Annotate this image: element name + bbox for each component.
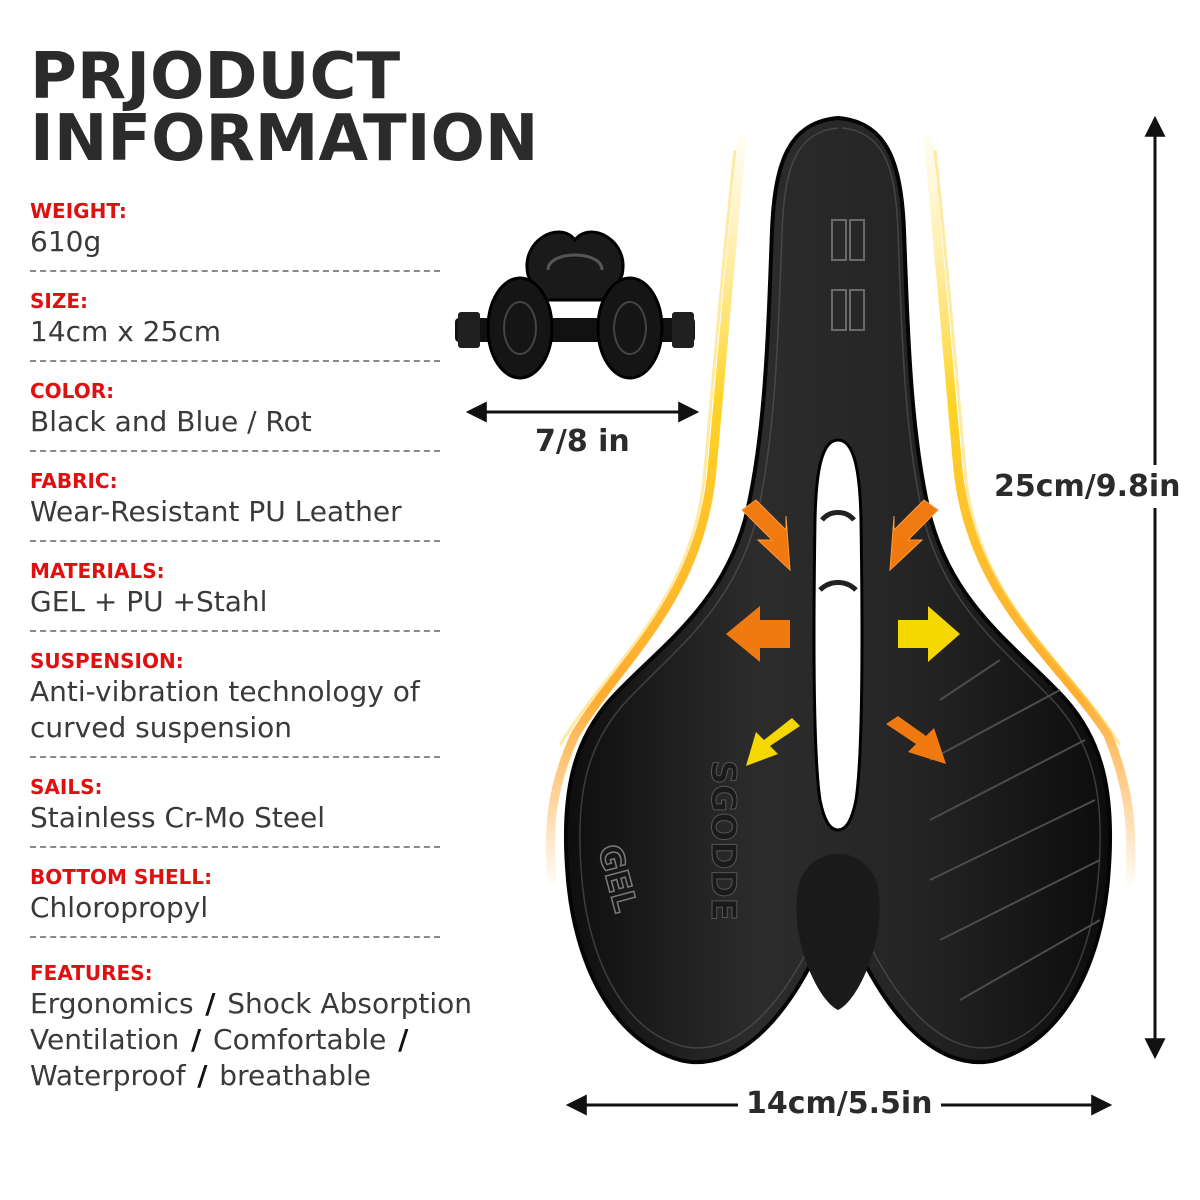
spec-label: BOTTOM SHELL: — [30, 865, 213, 889]
length-dimension-label: 25cm/9.8in — [992, 465, 1183, 508]
pressure-arrows — [726, 499, 960, 766]
spec-suspension: SUSPENSION: Anti-vibration technology of… — [30, 648, 440, 758]
spec-list: WEIGHT: 610g SIZE: 14cm x 25cm COLOR: Bl… — [30, 198, 500, 1094]
spec-label: WEIGHT: — [30, 199, 127, 223]
spec-value: GEL + PU +Stahl — [30, 585, 268, 618]
spec-color: COLOR: Black and Blue / Rot — [30, 378, 440, 452]
spec-weight: WEIGHT: 610g — [30, 198, 440, 272]
feature-item: Comfortable — [213, 1023, 387, 1056]
spec-label: COLOR: — [30, 379, 115, 403]
separator: / — [195, 987, 226, 1020]
glow-outline — [545, 135, 1136, 885]
spec-label: FABRIC: — [30, 469, 118, 493]
spec-value: 14cm x 25cm — [30, 315, 221, 348]
feature-item: Ventilation — [30, 1023, 180, 1056]
spec-features: FEATURES: Ergonomics / Shock Absorption … — [30, 960, 500, 1094]
spec-label: MATERIALS: — [30, 559, 165, 583]
spec-label: SIZE: — [30, 289, 89, 313]
separator: / — [388, 1023, 409, 1056]
spec-materials: MATERIALS: GEL + PU +Stahl — [30, 558, 440, 632]
spec-bottom-shell: BOTTOM SHELL: Chloropropyl — [30, 864, 440, 938]
spec-sails: SAILS: Stainless Cr-Mo Steel — [30, 774, 440, 848]
spec-label: FEATURES: — [30, 961, 153, 985]
spec-value: Black and Blue / Rot — [30, 405, 312, 438]
spec-label: SUSPENSION: — [30, 649, 184, 673]
spec-value: Chloropropyl — [30, 891, 209, 924]
spec-value: Wear-Resistant PU Leather — [30, 495, 402, 528]
width-dimension-label: 14cm/5.5in — [738, 1086, 941, 1121]
spec-value: Anti-vibration technology of curved susp… — [30, 675, 420, 744]
feature-item: Ergonomics — [30, 987, 194, 1020]
features-line-1: Ergonomics / Shock Absorption — [30, 986, 500, 1022]
brand-logo: SGODDE — [703, 760, 743, 921]
separator: / — [181, 1023, 212, 1056]
separator: / — [187, 1059, 218, 1092]
clamp-dimension-label: 7/8 in — [535, 424, 630, 459]
feature-item: breathable — [219, 1059, 372, 1092]
features-line-2: Ventilation / Comfortable / — [30, 1022, 500, 1058]
spec-label: SAILS: — [30, 775, 103, 799]
seat-clamp-image — [455, 230, 695, 380]
feature-item: Waterproof — [30, 1059, 186, 1092]
spec-size: SIZE: 14cm x 25cm — [30, 288, 440, 362]
spec-value: Stainless Cr-Mo Steel — [30, 801, 326, 834]
page-title: PRJODUCT INFORMATION — [30, 40, 539, 176]
title-line-1: PRJODUCT — [30, 40, 401, 114]
arrow-icon — [886, 716, 946, 764]
spec-value: 610g — [30, 225, 102, 258]
saddle-image: SGODDE GEL — [563, 115, 1113, 1065]
arrow-icon — [746, 718, 800, 766]
feature-item: Shock Absorption — [227, 987, 472, 1020]
spec-fabric: FABRIC: Wear-Resistant PU Leather — [30, 468, 440, 542]
arrow-icon — [889, 499, 939, 572]
arrow-icon — [726, 606, 790, 662]
arrow-icon — [741, 499, 791, 572]
features-line-3: Waterproof / breathable — [30, 1058, 500, 1094]
title-line-2: INFORMATION — [30, 102, 539, 176]
arrow-icon — [898, 606, 960, 662]
